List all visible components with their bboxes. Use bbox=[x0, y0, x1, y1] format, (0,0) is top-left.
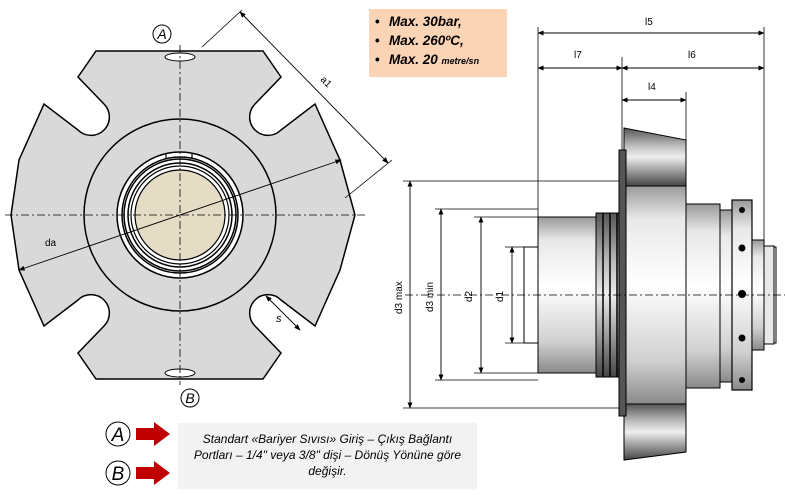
spec-temperature-text: Max. 260ºC, bbox=[389, 33, 464, 48]
ext-a1-top bbox=[201, 9, 243, 48]
collar-screw-3 bbox=[738, 290, 746, 298]
spec-speed-value: Max. 20 bbox=[389, 52, 438, 67]
marker-a-text: A bbox=[156, 26, 166, 42]
collar-screw-5 bbox=[739, 377, 745, 383]
legend-a-text: A bbox=[111, 425, 125, 446]
legend-a-circle bbox=[105, 421, 131, 447]
legend-a-arrow bbox=[136, 422, 170, 446]
legend: A B bbox=[105, 421, 170, 486]
marker-b-text: B bbox=[185, 390, 194, 406]
dim-a1-line bbox=[239, 11, 389, 164]
collar-screw-2 bbox=[738, 244, 746, 252]
side-view: l5 l7 l6 l4 d3 max d3 min d2 d1 bbox=[394, 17, 785, 461]
gland-flange-bottom bbox=[623, 403, 687, 461]
spec-speed-unit: metre/sn bbox=[441, 56, 480, 66]
spec-temperature: Max. 260ºC, bbox=[375, 31, 507, 50]
spec-pressure: Max. 30bar, bbox=[375, 12, 507, 31]
dim-s-line bbox=[265, 295, 301, 331]
dim-l4-label: l4 bbox=[648, 82, 656, 93]
port-note: Standart «Bariyer Sıvısı» Giriş – Çıkış … bbox=[178, 423, 477, 489]
housing bbox=[685, 203, 721, 389]
dim-d2-label: d2 bbox=[464, 290, 475, 302]
dim-a1-label: a1 bbox=[318, 74, 334, 90]
legend-b-text: B bbox=[112, 464, 125, 485]
gland-flange-face bbox=[618, 149, 627, 417]
dim-d3max-label: d3 max bbox=[394, 281, 405, 314]
gland-flange-top bbox=[623, 127, 687, 187]
dim-d1-label: d1 bbox=[495, 290, 506, 302]
housing-step bbox=[719, 209, 733, 383]
marker-b-circle bbox=[180, 388, 200, 408]
ext-a1-bottom bbox=[344, 159, 393, 199]
spec-pressure-text: Max. 30bar, bbox=[389, 14, 462, 29]
collar-screw-4 bbox=[738, 334, 746, 342]
dim-da-line bbox=[18, 159, 342, 271]
dim-d3min-label: d3 min bbox=[425, 282, 436, 312]
legend-b-arrow bbox=[136, 461, 170, 485]
dim-l7-label: l7 bbox=[574, 50, 582, 61]
dim-da-label: da bbox=[45, 238, 57, 249]
dim-s-label: s bbox=[276, 313, 282, 325]
spec-speed: Max. 20 metre/sn bbox=[375, 50, 507, 69]
collar-screw-1 bbox=[739, 207, 745, 213]
legend-b-circle bbox=[105, 460, 131, 486]
dim-l5-label: l5 bbox=[645, 17, 653, 28]
marker-a-circle bbox=[152, 24, 172, 44]
front-view: A B da a1 s bbox=[5, 9, 393, 408]
spec-box: Max. 30bar, Max. 260ºC, Max. 20 metre/sn bbox=[369, 9, 507, 77]
dim-l6-label: l6 bbox=[688, 50, 696, 61]
